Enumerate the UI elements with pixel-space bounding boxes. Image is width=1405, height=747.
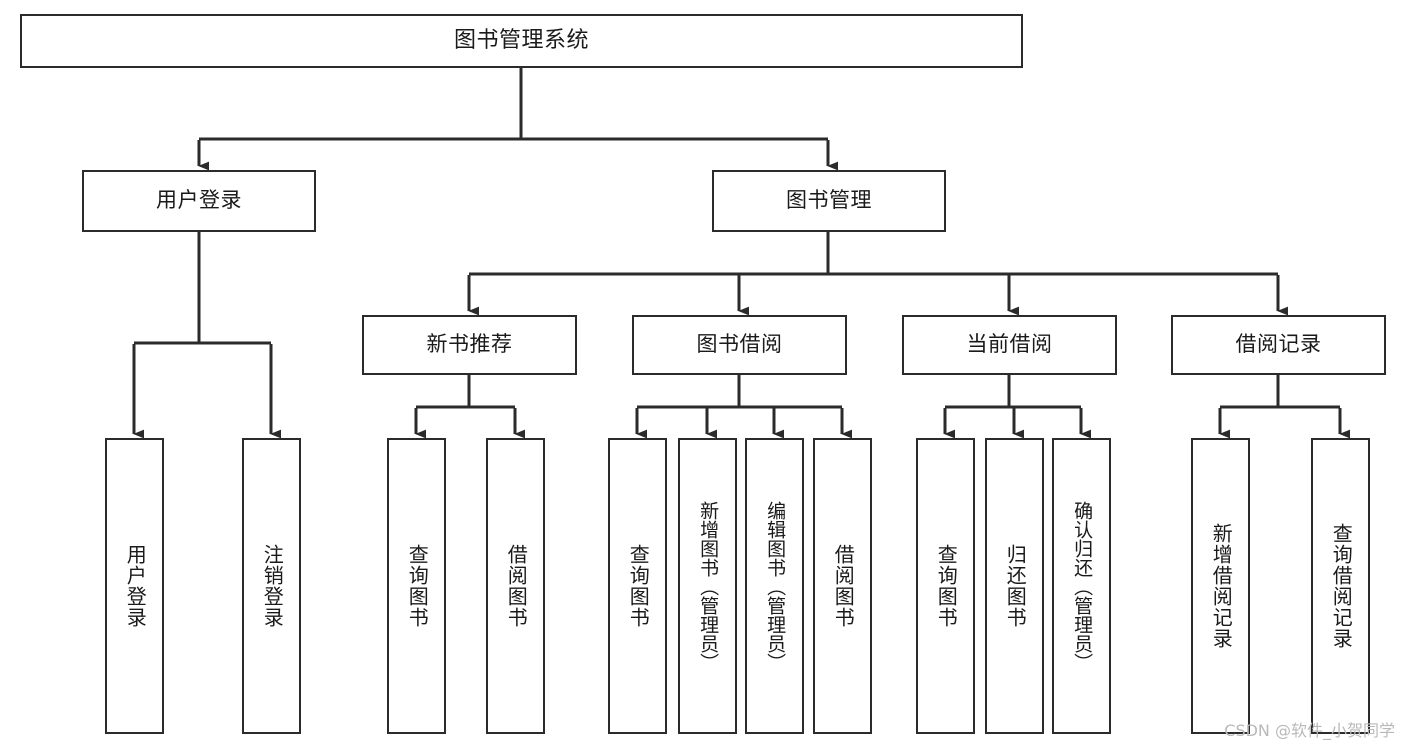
node-leaf-add-record[interactable]: 新增借阅记录 <box>1191 438 1250 734</box>
node-label: 确认归还（管理员） <box>1071 500 1094 672</box>
node-borrow-record[interactable]: 借阅记录 <box>1171 315 1386 375</box>
node-leaf-borrow-book-2[interactable]: 借阅图书 <box>813 438 872 734</box>
node-label: 新书推荐 <box>426 332 513 357</box>
node-leaf-user-login[interactable]: 用户登录 <box>105 438 164 734</box>
node-current-borrow[interactable]: 当前借阅 <box>902 315 1117 375</box>
node-label: 借阅图书 <box>831 544 856 628</box>
node-leaf-logout[interactable]: 注销登录 <box>242 438 301 734</box>
node-book-manage[interactable]: 图书管理 <box>712 170 946 232</box>
node-leaf-query-book-1[interactable]: 查询图书 <box>387 438 446 734</box>
csdn-watermark: CSDN @软件_小贺同学 <box>1224 721 1395 740</box>
node-label: 借阅图书 <box>504 544 529 628</box>
node-label: 查询图书 <box>626 544 651 628</box>
node-label: 归还图书 <box>1003 544 1028 628</box>
node-leaf-query-book-2[interactable]: 查询图书 <box>608 438 667 734</box>
node-root-system[interactable]: 图书管理系统 <box>20 14 1023 68</box>
node-label: 注销登录 <box>260 544 285 628</box>
node-leaf-query-record[interactable]: 查询借阅记录 <box>1311 438 1370 734</box>
node-leaf-edit-book[interactable]: 编辑图书（管理员） <box>745 438 804 734</box>
node-label: 用户登录 <box>156 188 242 213</box>
node-label: 查询图书 <box>405 544 430 628</box>
node-leaf-confirm-return[interactable]: 确认归还（管理员） <box>1052 438 1111 734</box>
node-leaf-return-book[interactable]: 归还图书 <box>985 438 1044 734</box>
node-leaf-add-book[interactable]: 新增图书（管理员） <box>678 438 737 734</box>
node-label: 借阅记录 <box>1235 332 1322 357</box>
node-leaf-borrow-book-1[interactable]: 借阅图书 <box>486 438 545 734</box>
node-label: 编辑图书（管理员） <box>764 500 787 672</box>
node-label: 查询借阅记录 <box>1329 523 1354 649</box>
node-label: 新增图书（管理员） <box>697 500 720 672</box>
node-label: 用户登录 <box>123 544 148 628</box>
node-label: 当前借阅 <box>966 332 1053 357</box>
node-label: 图书借阅 <box>696 332 783 357</box>
node-new-book-recommend[interactable]: 新书推荐 <box>362 315 577 375</box>
node-label: 新增借阅记录 <box>1209 523 1234 649</box>
node-label: 图书管理 <box>786 188 872 213</box>
node-user-login[interactable]: 用户登录 <box>82 170 316 232</box>
node-label: 图书管理系统 <box>453 27 589 53</box>
node-label: 查询图书 <box>934 544 959 628</box>
node-book-borrow[interactable]: 图书借阅 <box>632 315 847 375</box>
node-leaf-query-book-3[interactable]: 查询图书 <box>916 438 975 734</box>
